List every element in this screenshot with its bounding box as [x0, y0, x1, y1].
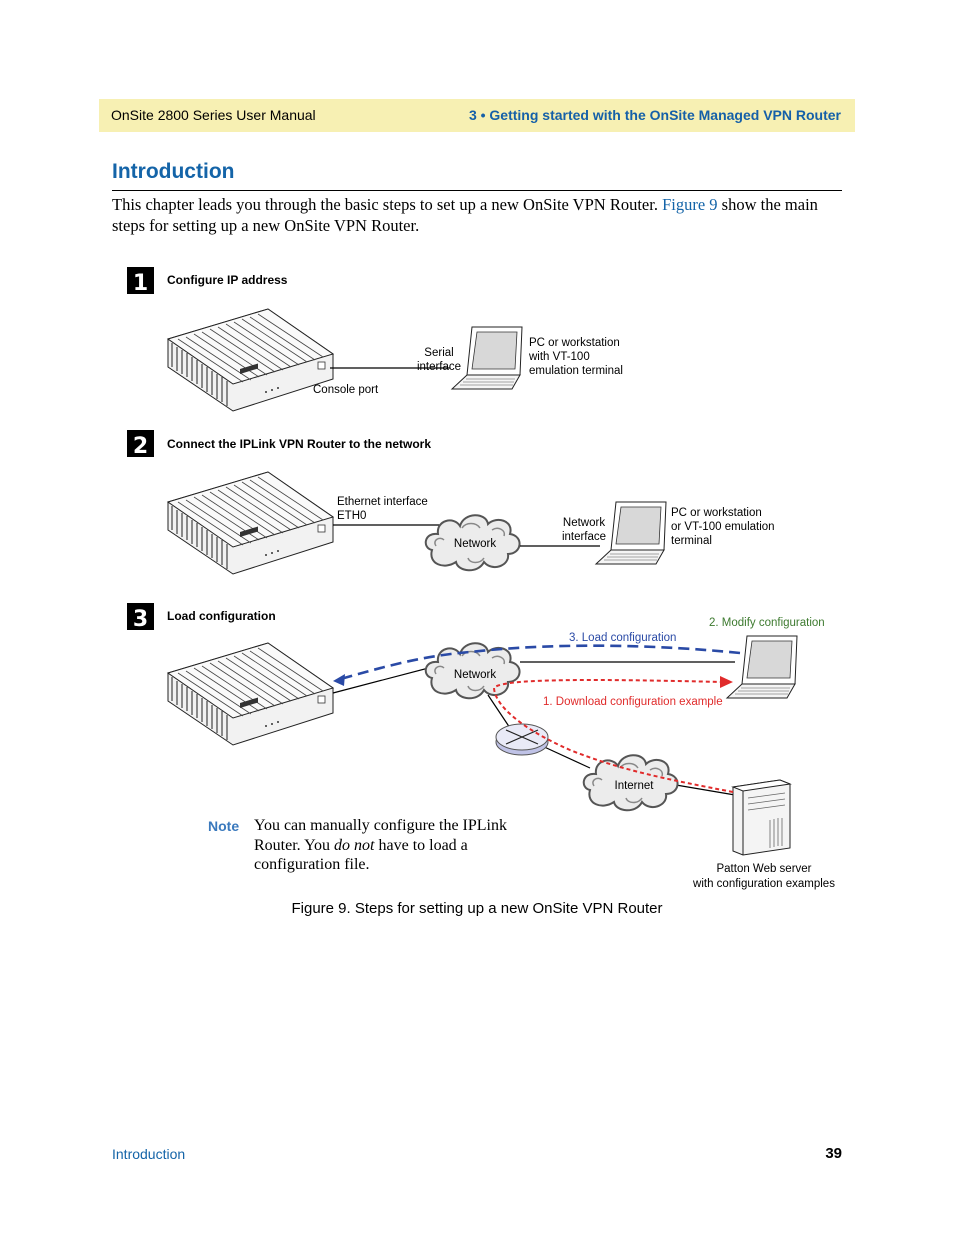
netif-label-b: interface [562, 531, 606, 543]
server-label-a: Patton Web server [716, 863, 811, 875]
step-1: 1 Configure IP address Serial interface … [127, 267, 623, 412]
router-device-3 [167, 642, 334, 746]
pc-label-2b: or VT-100 emulation [671, 521, 775, 533]
server-icon [731, 779, 792, 856]
note-text: You can manually configure the IPLink Ro… [254, 816, 544, 875]
router-device-2 [167, 471, 334, 575]
step-1-badge [127, 267, 154, 294]
load-config-label: 3. Load configuration [569, 632, 676, 644]
network-label-2: Network [454, 538, 496, 550]
manual-title: OnSite 2800 Series User Manual [111, 107, 316, 123]
section-title: Introduction [112, 160, 235, 183]
pc-label-1b: with VT-100 [528, 351, 590, 363]
running-header: OnSite 2800 Series User Manual 3 • Getti… [99, 99, 855, 132]
intro-text: This chapter leads you through the basic… [112, 195, 663, 214]
download-example-arrowhead [720, 676, 733, 688]
network-switch-cable [487, 694, 511, 729]
pc-label-2c: terminal [671, 535, 712, 547]
server-label-b: with configuration examples [692, 878, 835, 890]
network-label-3: Network [454, 669, 496, 681]
internet-label: Internet [615, 780, 655, 792]
step-3-title: Load configuration [167, 609, 276, 623]
internet-server-cable [675, 784, 736, 796]
step-2-badge [127, 430, 154, 457]
step-3-number: 3 [133, 607, 148, 632]
step-2: 2 Connect the IPLink VPN Router to the n… [127, 430, 775, 575]
page-number: 39 [825, 1145, 842, 1162]
eth-label-a: Ethernet interface [337, 496, 428, 508]
eth-label-b: ETH0 [337, 510, 366, 522]
intro-text-2: show the main steps for setting up a new… [112, 195, 818, 235]
note-label: Note [208, 818, 240, 834]
footer-section: Introduction [112, 1146, 186, 1162]
console-port-label: Console port [313, 384, 379, 396]
title-rule [112, 190, 842, 191]
serial-label-2: interface [417, 361, 461, 373]
router-device-1 [167, 308, 334, 412]
netif-label-a: Network [563, 517, 605, 529]
router-network-cable [332, 664, 441, 694]
figure-caption: Figure 9. Steps for setting up a new OnS… [291, 900, 663, 917]
step-3-badge [127, 603, 154, 630]
note-text-a: You can manually configure the IPLink Ro… [254, 817, 507, 854]
laptop-2 [595, 501, 667, 565]
step-1-number: 1 [133, 271, 148, 296]
step-1-title: Configure IP address [167, 273, 288, 287]
pc-label-2a: PC or workstation [671, 507, 762, 519]
load-config-arrow [336, 644, 741, 682]
laptop-3 [726, 635, 798, 699]
download-example-label: 1. Download configuration example [543, 696, 723, 708]
laptop-1 [451, 326, 523, 390]
step-2-title: Connect the IPLink VPN Router to the net… [167, 437, 431, 451]
intro-paragraph: This chapter leads you through the basic… [112, 194, 842, 236]
step-3: 3 Load configuration [127, 603, 835, 890]
note-emphasis: do not [334, 836, 375, 854]
modify-config-label: 2. Modify configuration [709, 617, 825, 629]
step-2-number: 2 [133, 434, 148, 459]
pc-label-1c: emulation terminal [529, 365, 623, 377]
switch-internet-cable [539, 744, 591, 769]
figure-link[interactable]: Figure 9 [662, 195, 718, 214]
load-config-arrowhead [333, 674, 345, 686]
chapter-title: 3 • Getting started with the OnSite Mana… [468, 107, 841, 123]
switch-icon [495, 723, 549, 756]
serial-label-1: Serial [424, 347, 453, 359]
note-text-b: have to load a configuration file. [254, 836, 468, 874]
pc-label-1a: PC or workstation [529, 337, 620, 349]
download-example-arrow [492, 679, 734, 793]
